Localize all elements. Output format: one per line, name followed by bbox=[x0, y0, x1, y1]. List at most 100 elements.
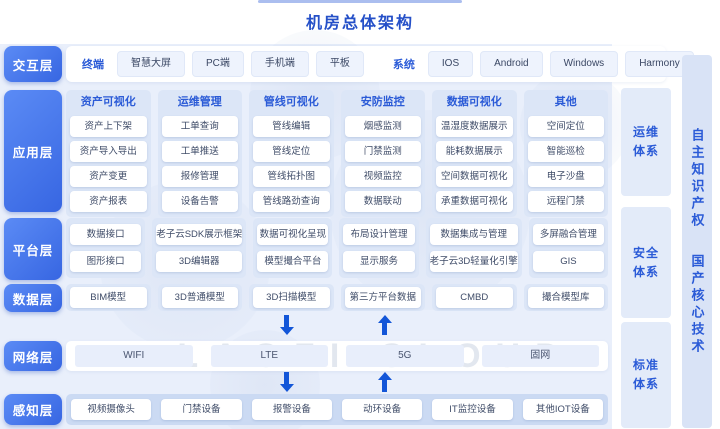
page-title: 机房总体架构 bbox=[305, 15, 414, 32]
arrow-down-icon bbox=[279, 372, 294, 392]
column-panel: 其他 空间定位 智能巡检 电子沙盘 远程门禁 bbox=[523, 90, 608, 217]
feature-chip: GIS bbox=[532, 251, 604, 272]
interaction-row: 终端 智慧大屏 PC端 手机端 平板 系统 IOS Android Window… bbox=[66, 46, 694, 82]
feature-chip: 3D编辑器 bbox=[156, 251, 243, 272]
feature-chip: CMBD bbox=[436, 287, 513, 308]
column-panel: 3D普通模型 bbox=[157, 284, 242, 311]
feature-chip: 工单推送 bbox=[161, 141, 238, 162]
system-pillar-standard: 标准体系 bbox=[621, 322, 671, 428]
feature-chip: 远程门禁 bbox=[527, 191, 604, 212]
system-pillar-label: 安全体系 bbox=[633, 245, 660, 279]
device-chip: 视频摄像头 bbox=[71, 399, 152, 420]
feature-chip: 视频监控 bbox=[344, 166, 421, 187]
system-chip: IOS bbox=[427, 51, 474, 77]
perception-row: 视频摄像头 门禁设备 报警设备 动环设备 IT监控设备 其他IOT设备 bbox=[66, 394, 608, 425]
system-chip: Windows bbox=[549, 51, 619, 77]
column-panel: 第三方平台数据 bbox=[340, 284, 425, 311]
column-panel: 资产可视化 资产上下架 资产导入导出 资产变更 资产报表 bbox=[66, 90, 151, 217]
feature-chip: 资产变更 bbox=[70, 166, 147, 187]
layer-label-application: 应用层 bbox=[4, 90, 62, 212]
network-chip: LTE bbox=[210, 345, 328, 367]
feature-chip: 数据接口 bbox=[70, 224, 142, 245]
feature-chip: 老子云SDK展示框架 bbox=[156, 224, 243, 245]
feature-chip: 管线拓扑图 bbox=[253, 166, 330, 187]
feature-chip: 模型撮合平台 bbox=[257, 251, 329, 272]
column-panel: 3D扫描模型 bbox=[249, 284, 334, 311]
feature-chip: 智能巡检 bbox=[527, 141, 604, 162]
arrow-up-icon bbox=[377, 315, 392, 335]
terminal-chip: 平板 bbox=[315, 51, 364, 77]
layer-label-platform: 平台层 bbox=[4, 218, 62, 280]
column-panel: 撮合模型库 bbox=[523, 284, 608, 311]
column-panel: 布局设计管理 显示服务 bbox=[339, 218, 419, 278]
feature-chip: 资产报表 bbox=[70, 191, 147, 212]
feature-chip: 承重数据可视化 bbox=[436, 191, 513, 212]
system-pillar-label: 运维体系 bbox=[633, 125, 660, 158]
feature-chip: 温湿度数据展示 bbox=[436, 116, 513, 137]
feature-chip: 布局设计管理 bbox=[343, 224, 415, 245]
feature-chip: 多屏融合管理 bbox=[532, 224, 604, 245]
feature-chip: 资产上下架 bbox=[70, 116, 147, 137]
column-panel: 老子云SDK展示框架 3D编辑器 bbox=[152, 218, 247, 278]
system-chip: Android bbox=[480, 51, 543, 77]
feature-chip: 管线定位 bbox=[253, 141, 330, 162]
feature-chip: 设备告警 bbox=[161, 191, 238, 212]
column-panel: 数据集成与管理 老子云3D轻量化引擎 bbox=[425, 218, 522, 278]
terminal-chip: 手机端 bbox=[250, 51, 309, 77]
network-chip: 5G bbox=[346, 345, 464, 367]
system-pillar-ops: 运维体系 bbox=[621, 88, 671, 196]
banner-phrase: 自主知识产权 bbox=[689, 127, 705, 230]
device-chip: 其他IOT设备 bbox=[522, 399, 603, 420]
device-chip: 报警设备 bbox=[251, 399, 332, 420]
feature-chip: 撮合模型库 bbox=[527, 287, 604, 308]
data-section: BIM模型 3D普通模型 3D扫描模型 第三方平台数据 CMBD 撮合模型库 bbox=[66, 284, 608, 311]
feature-chip: 管线路劲查询 bbox=[253, 191, 330, 212]
feature-chip: 数据集成与管理 bbox=[429, 224, 518, 245]
banner-phrase: 国产核心技术 bbox=[689, 253, 705, 356]
device-chip: 动环设备 bbox=[342, 399, 423, 420]
column-header: 安防监控 bbox=[360, 96, 405, 108]
column-header: 运维管理 bbox=[177, 96, 222, 108]
platform-section: 数据接口 图形接口 老子云SDK展示框架 3D编辑器 数据可视化呈现 模型撮合平… bbox=[66, 218, 608, 278]
feature-chip: 工单查询 bbox=[161, 116, 238, 137]
layer-label-network: 网络层 bbox=[4, 341, 62, 371]
layer-label-data: 数据层 bbox=[4, 284, 62, 312]
feature-chip: 资产导入导出 bbox=[70, 141, 147, 162]
layer-label-interaction: 交互层 bbox=[4, 46, 62, 82]
column-header: 管线可视化 bbox=[263, 96, 319, 108]
feature-chip: 空间数据可视化 bbox=[436, 166, 513, 187]
column-panel: BIM模型 bbox=[66, 284, 151, 311]
device-chip: 门禁设备 bbox=[161, 399, 242, 420]
arrow-up-icon bbox=[377, 372, 392, 392]
system-pillar-label: 标准体系 bbox=[633, 358, 660, 391]
right-banner: 自主知识产权 国产核心技术 bbox=[682, 55, 712, 428]
feature-chip: 第三方平台数据 bbox=[344, 287, 421, 308]
feature-chip: 3D扫描模型 bbox=[253, 287, 330, 308]
feature-chip: BIM模型 bbox=[70, 287, 147, 308]
system-group-label: 系统 bbox=[392, 59, 415, 71]
column-panel: 安防监控 烟感监测 门禁监测 视频监控 数据联动 bbox=[340, 90, 425, 217]
column-panel: 数据可视化 温湿度数据展示 能耗数据展示 空间数据可视化 承重数据可视化 bbox=[432, 90, 517, 217]
column-panel: CMBD bbox=[432, 284, 517, 311]
feature-chip: 显示服务 bbox=[343, 251, 415, 272]
feature-chip: 图形接口 bbox=[70, 251, 142, 272]
network-chip: 固网 bbox=[481, 345, 599, 367]
terminal-chip: PC端 bbox=[192, 51, 244, 77]
feature-chip: 空间定位 bbox=[527, 116, 604, 137]
column-header: 数据可视化 bbox=[446, 96, 502, 108]
feature-chip: 能耗数据展示 bbox=[436, 141, 513, 162]
feature-chip: 管线编辑 bbox=[253, 116, 330, 137]
column-panel: 数据可视化呈现 模型撮合平台 bbox=[253, 218, 333, 278]
feature-chip: 烟感监测 bbox=[344, 116, 421, 137]
feature-chip: 3D普通模型 bbox=[161, 287, 238, 308]
column-panel: 管线可视化 管线编辑 管线定位 管线拓扑图 管线路劲查询 bbox=[249, 90, 334, 217]
layer-label-perception: 感知层 bbox=[4, 394, 62, 425]
feature-chip: 数据可视化呈现 bbox=[257, 224, 329, 245]
column-panel: 数据接口 图形接口 bbox=[66, 218, 146, 278]
arrow-down-icon bbox=[279, 315, 294, 335]
feature-chip: 数据联动 bbox=[344, 191, 421, 212]
system-pillar-security: 安全体系 bbox=[621, 207, 671, 318]
network-chip: WIFI bbox=[75, 345, 193, 367]
column-panel: 运维管理 工单查询 工单推送 报修管理 设备告警 bbox=[157, 90, 242, 217]
